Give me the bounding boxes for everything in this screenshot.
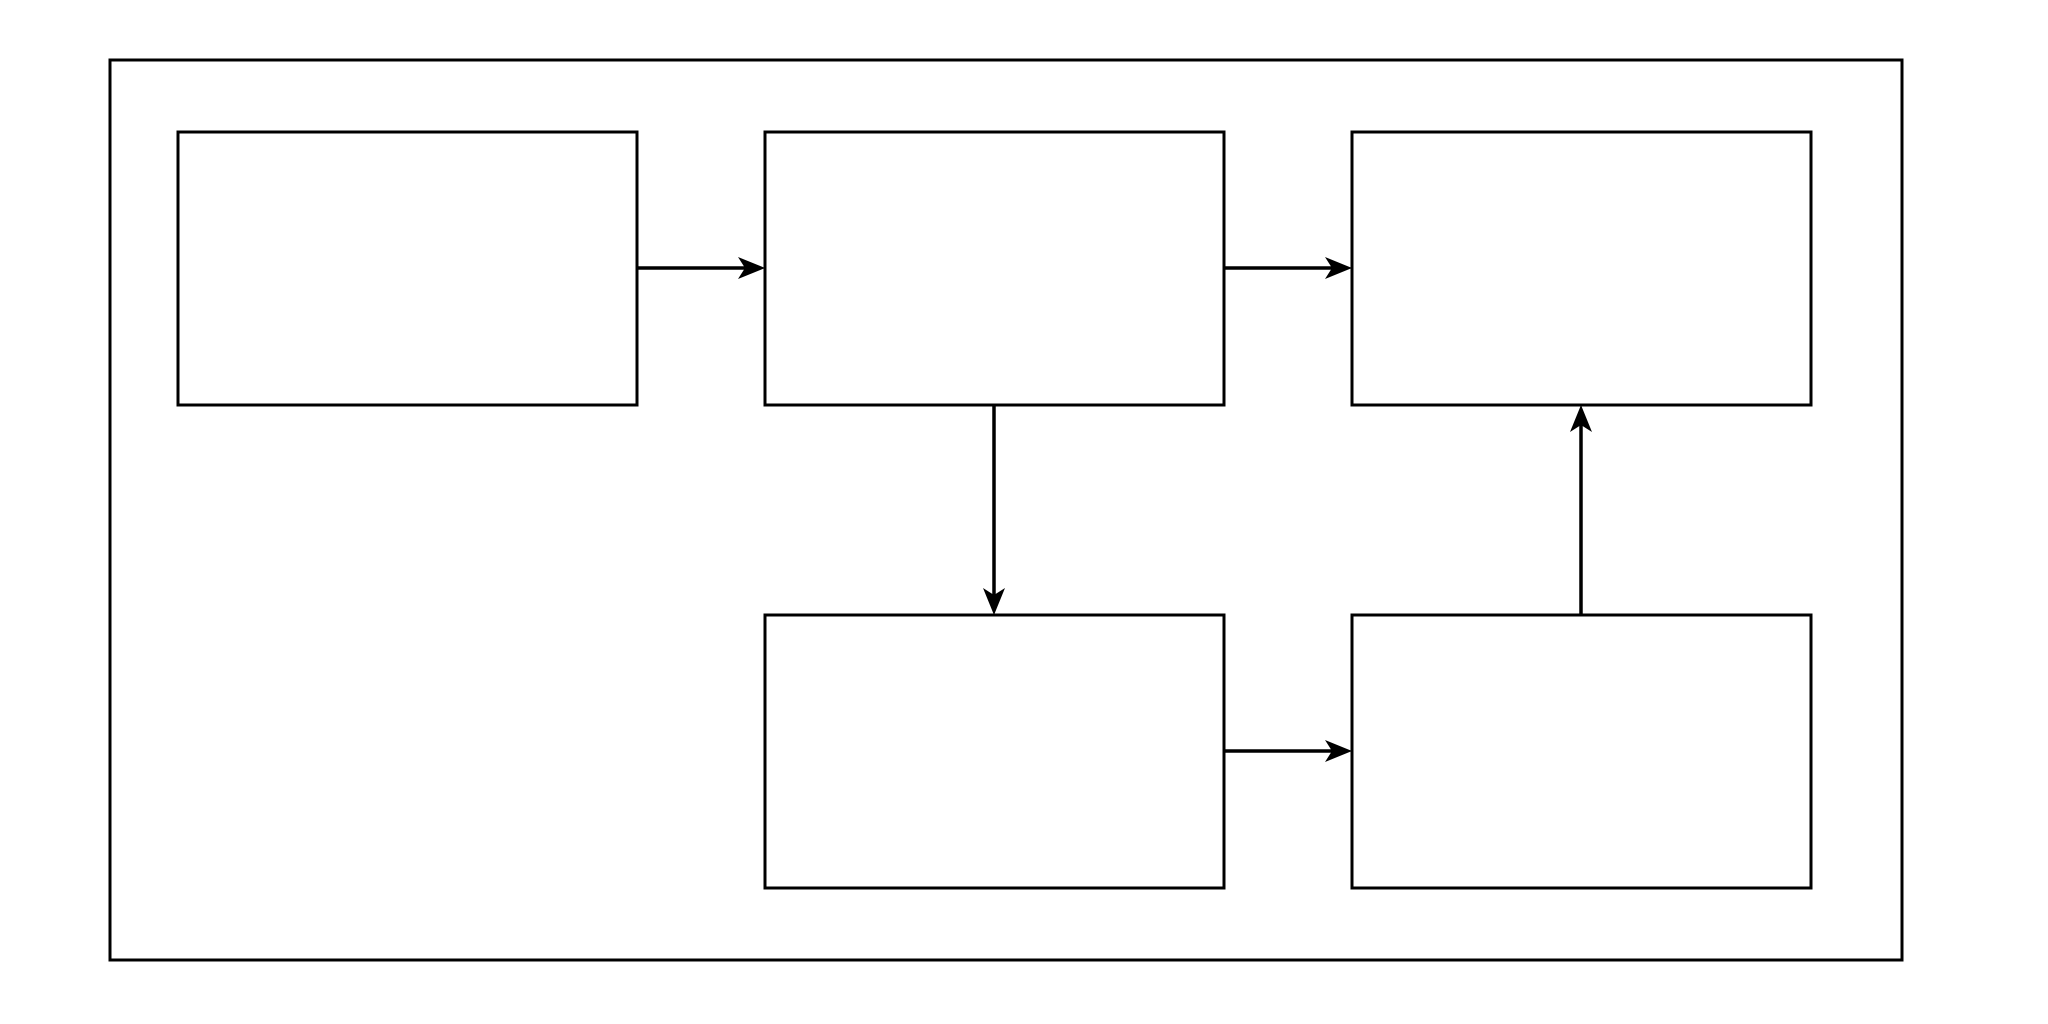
arrow-top-middle-to-bottom-middle	[983, 405, 1005, 615]
box-top-middle	[763, 130, 1226, 407]
arrowhead-down-icon	[983, 588, 1005, 615]
box-bottom-middle	[763, 613, 1226, 890]
box-top-left	[176, 130, 639, 407]
arrow-top-middle-to-top-right	[1224, 257, 1352, 279]
arrowhead-right-icon	[1325, 740, 1352, 762]
arrow-top-left-to-top-middle	[637, 257, 765, 279]
arrowhead-right-icon	[1325, 257, 1352, 279]
box-top-right	[1350, 130, 1813, 407]
arrowhead-up-icon	[1570, 405, 1592, 432]
arrow-bottom-right-to-top-right	[1570, 405, 1592, 615]
arrow-bottom-middle-to-bottom-right	[1224, 740, 1352, 762]
box-bottom-right	[1350, 613, 1813, 890]
arrowhead-right-icon	[738, 257, 765, 279]
